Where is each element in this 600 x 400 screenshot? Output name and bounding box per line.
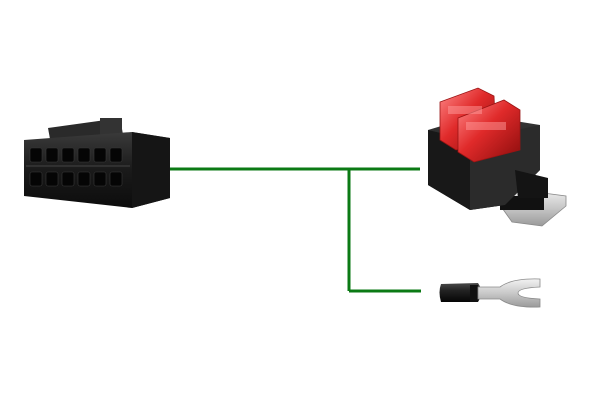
blade-fuse-holder-icon — [428, 87, 567, 227]
wire-network — [170, 167, 421, 293]
multi-pin-connector-icon — [24, 118, 170, 208]
fork-terminal-icon — [439, 278, 541, 308]
